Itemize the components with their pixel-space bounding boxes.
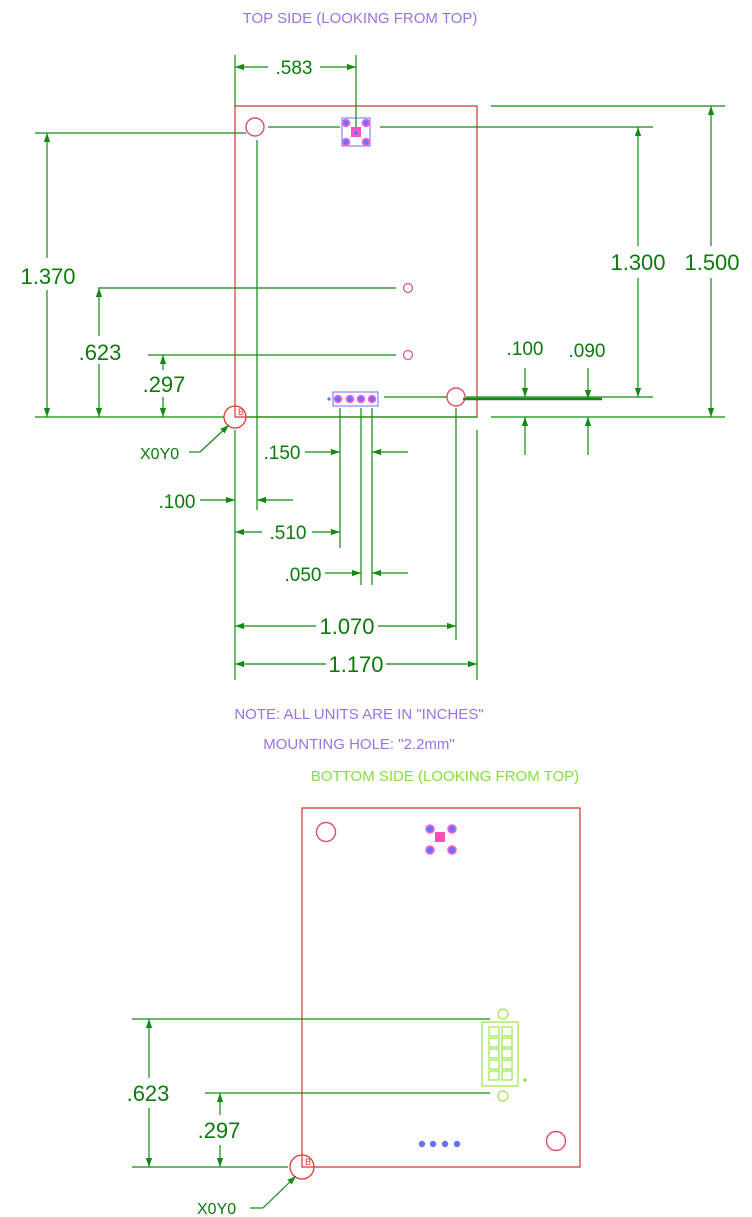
dim-297: .297 <box>143 372 186 397</box>
bottom-origin-label: X0Y0 <box>197 1201 236 1217</box>
bottom-connector-2x2 <box>426 825 456 854</box>
dim-583: .583 <box>276 58 313 79</box>
note-mounting-hole: MOUNTING HOLE: "2.2mm" <box>263 736 455 753</box>
top-via-upper <box>404 284 413 293</box>
bottom-view: BOTTOM SIDE (LOOKING FROM TOP) <box>127 768 580 1217</box>
top-view: TOP SIDE (LOOKING FROM TOP) <box>20 10 739 680</box>
bottom-view-title: BOTTOM SIDE (LOOKING FROM TOP) <box>311 768 579 785</box>
dim-150: .150 <box>264 443 301 464</box>
top-view-title: TOP SIDE (LOOKING FROM TOP) <box>243 10 478 27</box>
dim-090: .090 <box>569 341 606 362</box>
dim-510: .510 <box>270 523 307 544</box>
bottom-side-connector <box>482 1009 527 1101</box>
bottom-pad-row-1x4 <box>419 1141 460 1147</box>
top-mounting-hole-upper-left <box>246 118 264 136</box>
top-mounting-hole-lower-right <box>447 388 465 406</box>
dim-1170: 1.170 <box>328 652 383 677</box>
top-board-outline <box>235 106 477 417</box>
svg-text:B: B <box>238 407 244 417</box>
dim-623: .623 <box>79 340 122 365</box>
note-units: NOTE: ALL UNITS ARE IN "INCHES" <box>234 706 483 723</box>
dim-1370: 1.370 <box>20 264 75 289</box>
dim-1300: 1.300 <box>610 250 665 275</box>
bottom-mounting-hole-lower-right <box>547 1132 566 1151</box>
bottom-board-outline <box>302 808 580 1167</box>
dim-100-right: .100 <box>507 339 544 360</box>
bottom-dim-623: .623 <box>127 1081 170 1106</box>
dim-1070: 1.070 <box>319 614 374 639</box>
top-header-1x4 <box>327 392 378 406</box>
top-via-lower <box>404 351 413 360</box>
dim-1500: 1.500 <box>684 250 739 275</box>
svg-text:B: B <box>305 1157 311 1167</box>
dim-100-left: .100 <box>159 492 196 513</box>
bottom-mounting-hole-upper-left <box>317 823 336 842</box>
top-origin-label: X0Y0 <box>140 446 179 463</box>
bottom-dim-297: .297 <box>198 1118 241 1143</box>
dim-050: .050 <box>285 565 322 586</box>
